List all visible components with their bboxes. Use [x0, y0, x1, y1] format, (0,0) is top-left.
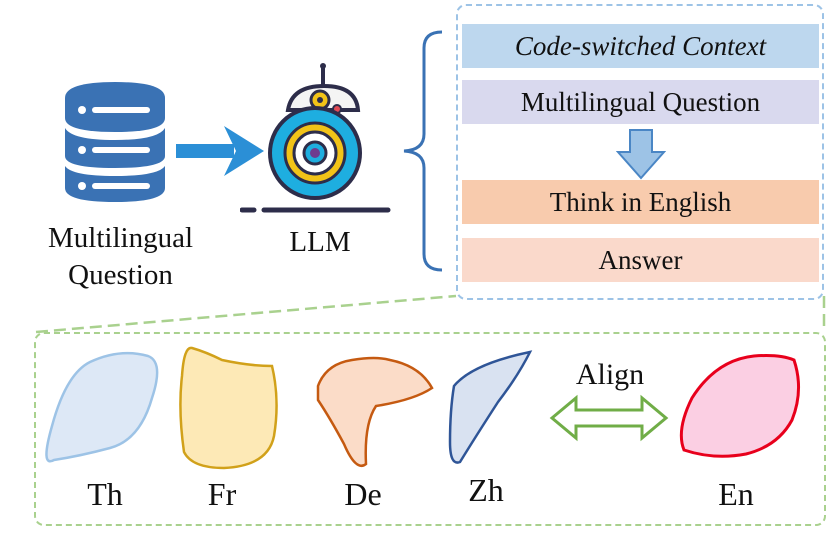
de-label: De — [344, 476, 382, 512]
think-in-english-step: Think in English — [462, 180, 819, 224]
code-switched-context-step: Code-switched Context — [462, 24, 819, 68]
zh-blob — [448, 350, 533, 464]
fr-label: Fr — [207, 476, 237, 512]
align-arrow-icon — [549, 394, 669, 442]
input-label-line1: Multilingual — [48, 222, 193, 254]
robot-icon — [240, 63, 391, 213]
pipeline-box — [456, 4, 824, 300]
down-arrow-icon — [616, 129, 666, 180]
latent-space-box — [34, 332, 826, 526]
curly-brace — [403, 30, 443, 272]
llm-label: LLM — [289, 226, 351, 258]
input-label-line2: Question — [68, 259, 173, 291]
language-representations — [45, 346, 800, 470]
right-arrow-icon — [176, 126, 264, 176]
answer-step: Answer — [462, 238, 819, 282]
th-blob — [45, 351, 159, 463]
en-label: En — [718, 476, 754, 512]
input-label: Multilingual Question — [28, 220, 213, 294]
multilingual-question-step: Multilingual Question — [462, 80, 819, 124]
de-blob — [316, 356, 434, 467]
database-icon — [65, 82, 165, 202]
en-blob — [679, 354, 800, 458]
zh-label: Zh — [468, 472, 504, 508]
align-label: Align — [575, 358, 645, 391]
th-label: Th — [87, 476, 123, 512]
fr-blob — [179, 346, 278, 470]
